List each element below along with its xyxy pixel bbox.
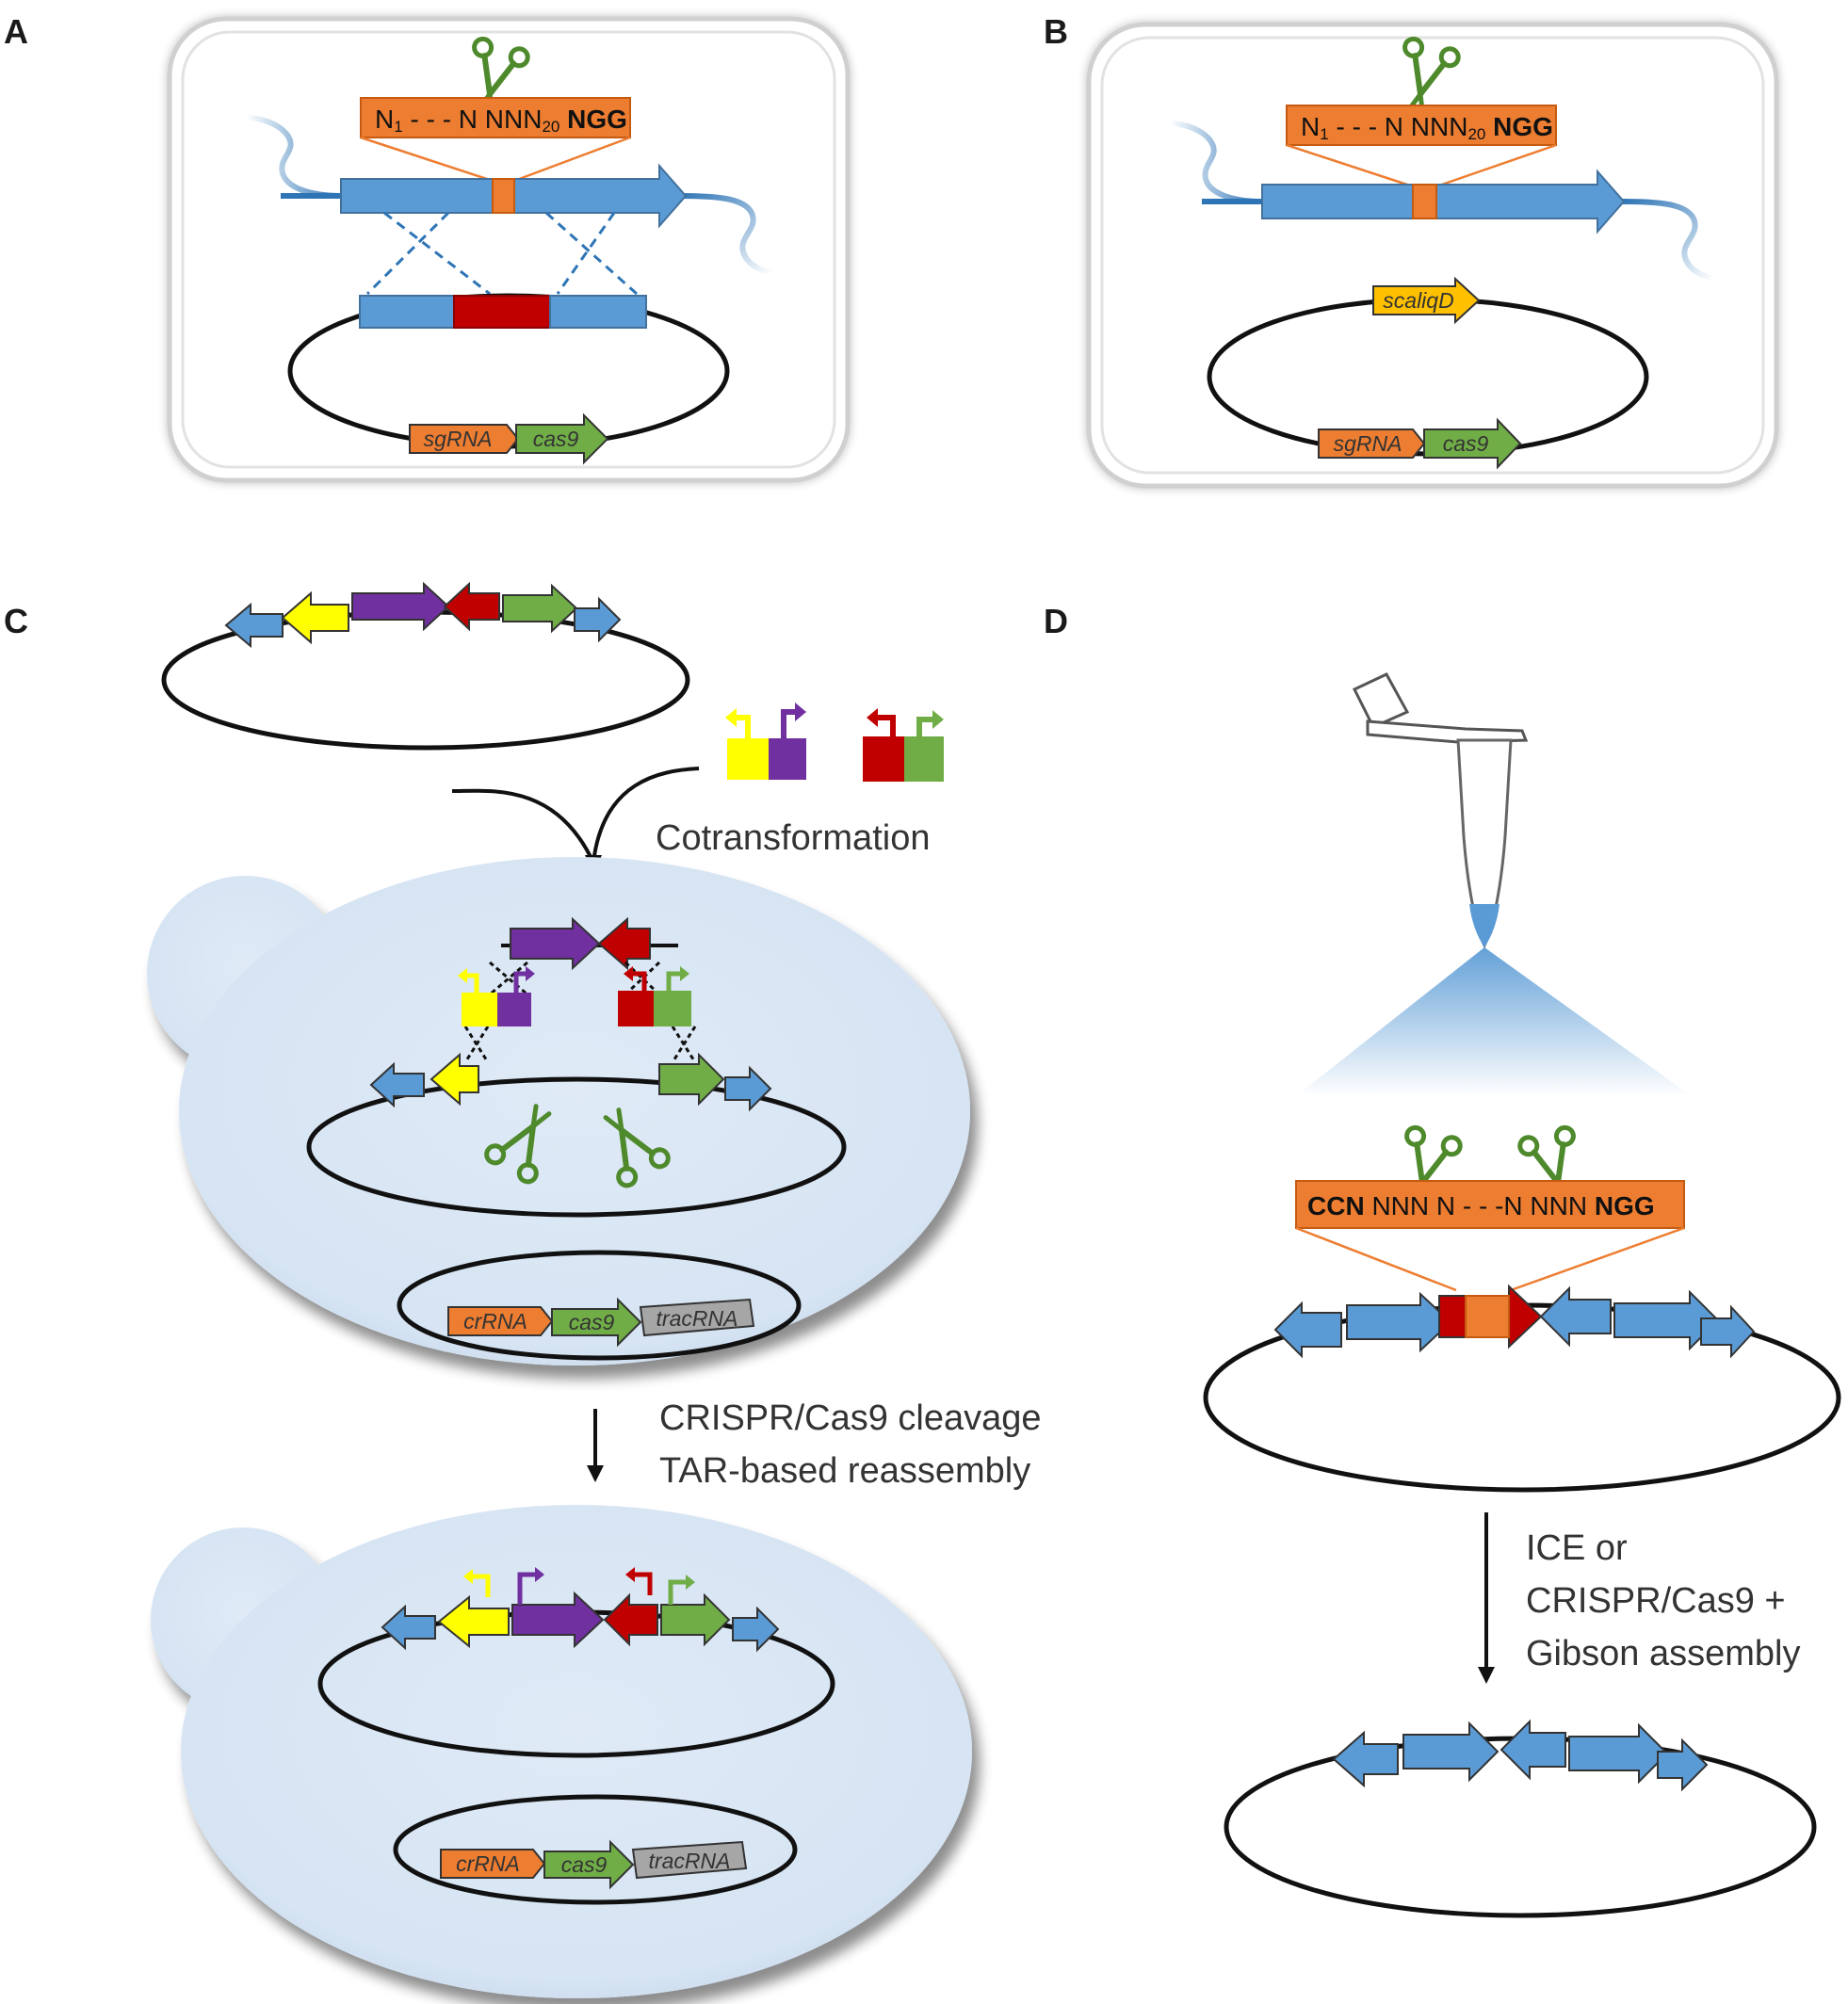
panel-b: B N1 - - - N NNN20 NGG scaliqD sgRNA cas…	[1044, 12, 1779, 489]
svg-text:scaliqD: scaliqD	[1383, 288, 1453, 313]
chromosome-line-right	[677, 193, 773, 276]
cell-frame-a	[167, 16, 851, 483]
svg-text:cas9: cas9	[569, 1310, 615, 1334]
panel-label-d: D	[1044, 602, 1068, 640]
cell-frame-b	[1086, 22, 1779, 489]
svg-text:cas9: cas9	[533, 427, 579, 451]
linearized-plasmid	[306, 1076, 847, 1218]
svg-text:tracRNA: tracRNA	[657, 1306, 738, 1331]
chromosome-line-left	[246, 114, 342, 199]
svg-text:cas9: cas9	[561, 1852, 608, 1877]
svg-text:cas9: cas9	[1443, 431, 1489, 456]
svg-text:crRNA: crRNA	[463, 1309, 527, 1333]
step-cotransformation: Cotransformation	[656, 818, 930, 858]
panel-a: A N1 - - - N NNN20 NGG sgRNA c	[4, 12, 851, 483]
protospacer-block-a	[492, 178, 515, 214]
svg-text:tracRNA: tracRNA	[649, 1849, 731, 1873]
homology-arm-left-a	[359, 295, 455, 329]
cas9-plasmid-2	[393, 1794, 798, 1905]
yeast-cell-2	[151, 1505, 972, 1998]
cas9-gene-b	[1423, 417, 1522, 470]
panel-d: D CCN NNN N - - -N NNN NGG ICE or C	[1044, 602, 1841, 1918]
chromosome-line-left	[1169, 120, 1263, 204]
step-ice: ICE or	[1526, 1528, 1628, 1568]
step-gibson-assembly: Gibson assembly	[1526, 1634, 1800, 1673]
cas9-gene-a	[515, 412, 609, 465]
panel-label-b: B	[1044, 12, 1068, 51]
yeast-cell-1	[147, 857, 970, 1366]
protospacer-block-b	[1412, 184, 1437, 219]
scaliqd-gene-b	[1372, 276, 1481, 325]
svg-text:sgRNA: sgRNA	[1334, 431, 1402, 456]
target-sequence-text-d: CCN NNN N - - -N NNN NGG	[1307, 1191, 1655, 1220]
deletion-marker-a	[453, 295, 551, 329]
svg-text:crRNA: crRNA	[456, 1851, 520, 1876]
gene-arrow-green	[502, 583, 578, 634]
svg-text:sgRNA: sgRNA	[424, 427, 493, 451]
target-sequence-box-a	[360, 97, 631, 138]
cas9-plasmid-1	[397, 1250, 802, 1361]
spray-cone	[1296, 947, 1692, 1096]
panel-label-c: C	[4, 602, 28, 640]
promoter-cassette-yellow-purple	[725, 703, 806, 780]
gene-arrow-yellow	[281, 590, 349, 645]
step-crispr-cleavage: CRISPR/Cas9 cleavage	[659, 1398, 1042, 1438]
target-sequence-text-a: N1 - - - N NNN20 NGG	[375, 105, 627, 136]
target-sequence-box-b	[1286, 105, 1557, 146]
panel-label-a: A	[4, 12, 28, 51]
gene-arrow-blue	[574, 596, 622, 643]
gene-arrow-blue	[224, 602, 284, 649]
step-tar-reassembly: TAR-based reassembly	[659, 1451, 1030, 1491]
panel-c: C Cotransformation	[4, 581, 1042, 1998]
promoter-cassette-red-green	[863, 708, 944, 782]
gene-arrow-red	[443, 581, 500, 632]
chromosome-line-right	[1621, 199, 1715, 282]
gene-arrow-purple	[351, 581, 450, 632]
homology-arm-right-a	[549, 295, 647, 329]
target-gene-arrow-b	[1261, 169, 1626, 234]
target-sequence-text-b: N1 - - - N NNN20 NGG	[1301, 112, 1553, 143]
target-sequence-box-d	[1295, 1180, 1685, 1229]
sgrna-gene-b	[1318, 428, 1426, 459]
step-crispr-cas9: CRISPR/Cas9 +	[1526, 1581, 1786, 1621]
sgrna-gene-a	[409, 424, 520, 454]
eppendorf-tube-icon	[1352, 672, 1529, 949]
